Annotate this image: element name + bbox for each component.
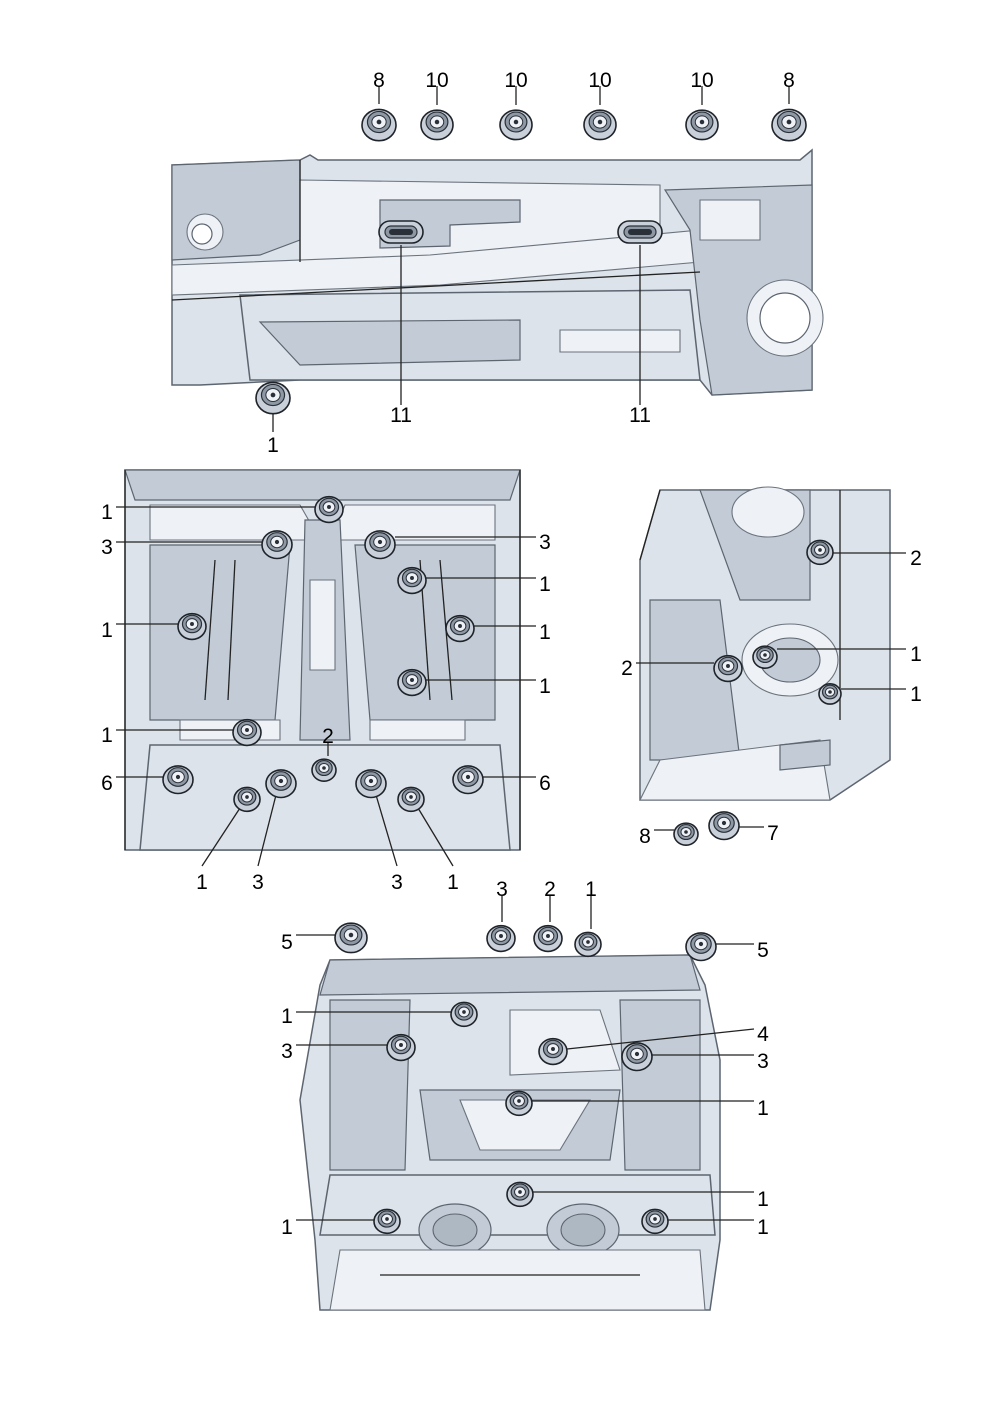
- plug-part: [452, 765, 484, 795]
- callout-label: 3: [539, 531, 551, 554]
- plug-part: [533, 924, 563, 953]
- callout-label: 1: [196, 871, 208, 894]
- callout-label: 3: [281, 1040, 293, 1063]
- callout-label: 2: [910, 547, 922, 570]
- leader-line: [375, 794, 398, 867]
- front-floor-view: [124, 469, 521, 851]
- plug-part: [486, 924, 516, 953]
- plug-part: [265, 769, 297, 799]
- plug-part: [506, 1181, 534, 1208]
- leader-line: [417, 807, 454, 867]
- callout-label: 1: [281, 1216, 293, 1239]
- callout-label: 3: [757, 1050, 769, 1073]
- callout-label: 1: [267, 434, 279, 457]
- callout-label: 11: [390, 404, 412, 427]
- callout-label: 2: [322, 725, 334, 748]
- plug-part: [752, 645, 778, 669]
- plug-part: [397, 566, 427, 595]
- plug-part: [355, 769, 387, 799]
- callout-label: 1: [757, 1216, 769, 1239]
- rear-floor-view: [299, 954, 721, 1311]
- plug-part: [397, 786, 425, 813]
- callout-label: 1: [585, 878, 597, 901]
- wheel-arch-view: [639, 486, 891, 801]
- plug-part: [574, 931, 602, 958]
- plug-part: [583, 109, 617, 141]
- leader-line: [257, 794, 277, 867]
- callout-label: 10: [690, 69, 713, 92]
- plug-part: [818, 683, 842, 705]
- callout-label: 6: [101, 772, 113, 795]
- callout-label: 1: [910, 683, 922, 706]
- callout-label: 1: [101, 501, 113, 524]
- plug-part: [505, 1090, 533, 1117]
- callout-label: 1: [101, 724, 113, 747]
- leader-lines: [116, 86, 906, 1221]
- oval-plug-part: [378, 220, 424, 244]
- plug-part: [177, 612, 207, 641]
- plug-parts: [162, 108, 842, 1235]
- callout-label: 10: [504, 69, 527, 92]
- callout-label: 5: [757, 939, 769, 962]
- callout-label: 4: [757, 1023, 769, 1046]
- plug-part: [314, 495, 344, 524]
- side-sill-view: [171, 148, 824, 396]
- plug-part: [420, 109, 454, 141]
- callout-label: 10: [588, 69, 611, 92]
- oval-plug-part: [617, 220, 663, 244]
- callout-label: 3: [391, 871, 403, 894]
- leader-line: [566, 1028, 755, 1050]
- plug-part: [334, 922, 368, 954]
- plug-part: [538, 1037, 568, 1066]
- callout-label: 7: [767, 822, 779, 845]
- callout-label: 1: [447, 871, 459, 894]
- callout-label: 2: [544, 878, 556, 901]
- plug-part: [673, 822, 699, 846]
- callout-label: 1: [910, 643, 922, 666]
- plug-part: [311, 758, 337, 782]
- plug-part: [641, 1208, 669, 1235]
- callout-label: 1: [757, 1188, 769, 1211]
- callout-label: 3: [252, 871, 264, 894]
- callout-label: 10: [425, 69, 448, 92]
- plug-part: [708, 811, 740, 841]
- plug-part: [685, 109, 719, 141]
- plug-part: [499, 109, 533, 141]
- callout-label: 1: [281, 1005, 293, 1028]
- plug-part: [771, 108, 807, 142]
- callout-label: 1: [101, 619, 113, 642]
- plug-part: [255, 381, 291, 415]
- plug-part: [450, 1001, 478, 1028]
- plug-part: [621, 1042, 653, 1072]
- callout-label: 6: [539, 772, 551, 795]
- callout-label: 8: [373, 69, 385, 92]
- callout-label: 3: [496, 878, 508, 901]
- plug-part: [713, 654, 743, 683]
- leader-line: [201, 807, 241, 867]
- plug-part: [232, 718, 262, 747]
- plug-part: [386, 1033, 416, 1062]
- callout-label: 1: [539, 573, 551, 596]
- callout-label: 1: [757, 1097, 769, 1120]
- callout-label: 5: [281, 931, 293, 954]
- callout-label: 8: [783, 69, 795, 92]
- callout-label: 3: [101, 536, 113, 559]
- callout-label: 1: [539, 621, 551, 644]
- plug-part: [261, 530, 293, 560]
- callout-label: 11: [629, 404, 651, 427]
- plug-part: [364, 530, 396, 560]
- plug-part: [361, 108, 397, 142]
- plug-part: [685, 932, 717, 962]
- plug-part: [806, 539, 834, 566]
- plug-part: [445, 614, 475, 643]
- plug-part: [162, 765, 194, 795]
- callout-label: 2: [621, 657, 633, 680]
- plug-part: [233, 786, 261, 813]
- callout-label: 1: [539, 675, 551, 698]
- callout-label: 8: [639, 825, 651, 848]
- plug-part: [373, 1208, 401, 1235]
- plug-part: [397, 668, 427, 697]
